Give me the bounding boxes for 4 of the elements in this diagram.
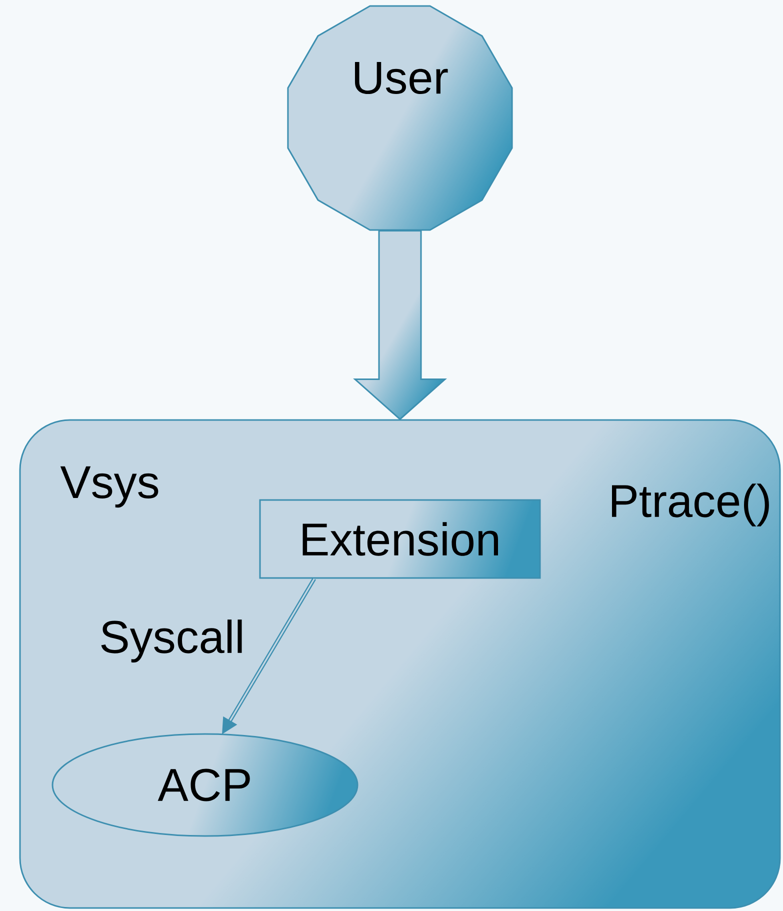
process-box: Extension	[259, 499, 541, 579]
edge-label: Syscall	[98, 618, 246, 664]
ellipse-node: ACP	[52, 733, 358, 837]
block-arrow	[353, 230, 447, 420]
